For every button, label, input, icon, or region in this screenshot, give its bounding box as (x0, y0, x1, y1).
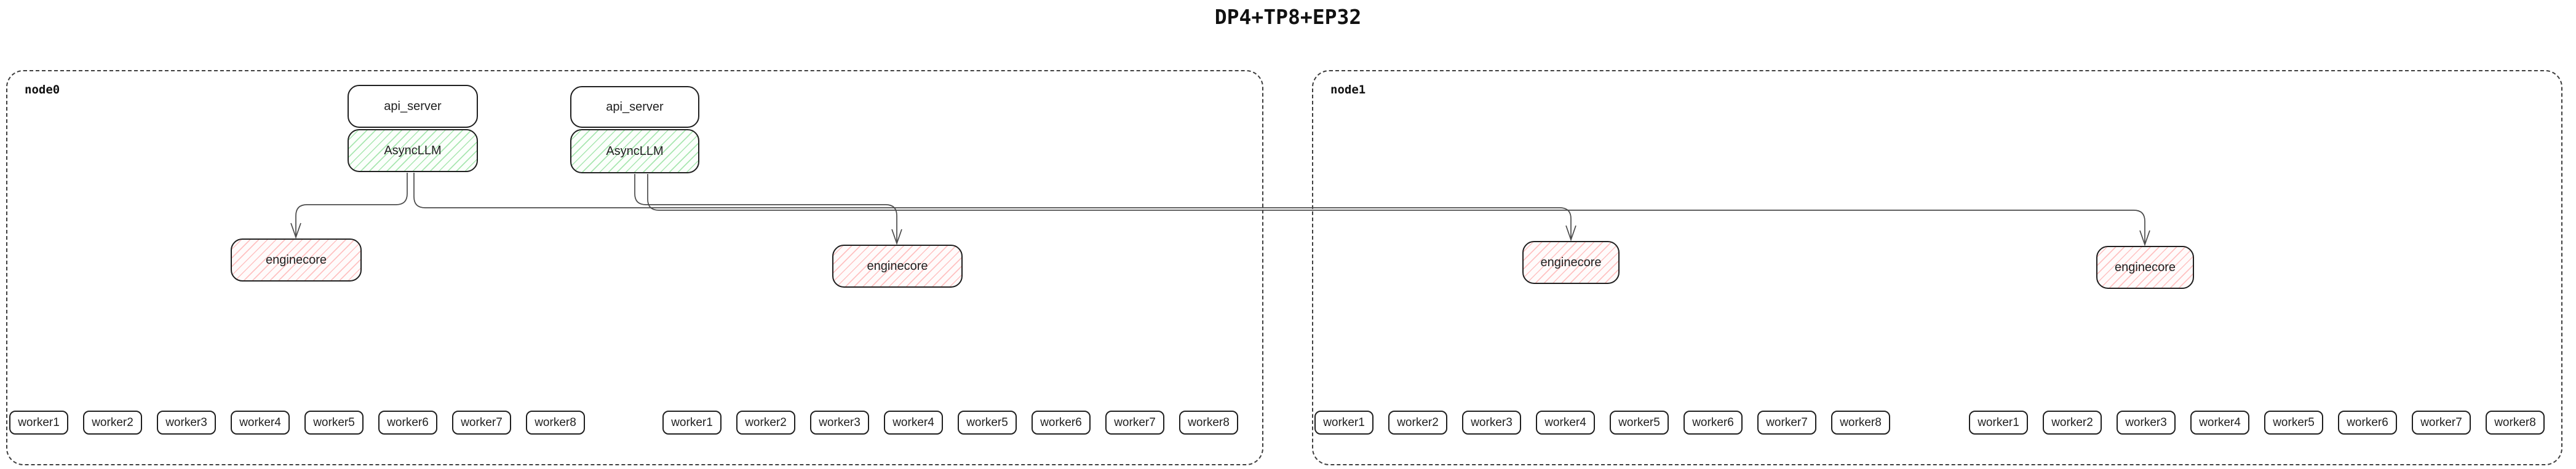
worker-box: worker2 (736, 411, 795, 435)
worker-row-node1-a: worker1 worker2 worker3 worker4 worker5 worke… (1314, 411, 1890, 435)
worker-row-node0-b: worker1 worker2 worker3 worker4 worker5 worke… (662, 411, 1238, 435)
worker-box: worker2 (83, 411, 142, 435)
worker-box: worker3 (157, 411, 216, 435)
cluster-node1-label: node1 (1330, 83, 1366, 97)
worker-box: worker5 (2264, 411, 2323, 435)
worker-box: worker8 (2486, 411, 2545, 435)
enginecore-box-1: enginecore (231, 238, 362, 282)
enginecore-box-4: enginecore (2096, 246, 2194, 289)
worker-box: worker3 (2117, 411, 2176, 435)
worker-box: worker1 (9, 411, 68, 435)
worker-box: worker2 (2043, 411, 2102, 435)
enginecore-box-2: enginecore (832, 245, 963, 288)
worker-box: worker5 (1610, 411, 1669, 435)
worker-box: worker8 (1179, 411, 1238, 435)
api-server-box-1: api_server (348, 85, 478, 128)
worker-box: worker8 (1831, 411, 1890, 435)
worker-box: worker4 (1536, 411, 1595, 435)
cluster-node0-label: node0 (25, 83, 60, 97)
worker-box: worker3 (1462, 411, 1521, 435)
worker-box: worker1 (662, 411, 722, 435)
worker-box: worker4 (884, 411, 943, 435)
worker-box: worker1 (1314, 411, 1373, 435)
worker-row-node1-b: worker1 worker2 worker3 worker4 worker5 worke… (1969, 411, 2545, 435)
asyncllm-box-2: AsyncLLM (570, 129, 699, 173)
worker-box: worker4 (2190, 411, 2249, 435)
api-server-box-2: api_server (570, 86, 699, 128)
worker-box: worker5 (304, 411, 364, 435)
worker-box: worker1 (1969, 411, 2028, 435)
worker-box: worker6 (2338, 411, 2397, 435)
worker-box: worker6 (378, 411, 437, 435)
worker-box: worker7 (1757, 411, 1816, 435)
worker-box: worker7 (1105, 411, 1164, 435)
cluster-node0: node0 (6, 70, 1263, 465)
worker-box: worker4 (231, 411, 290, 435)
worker-box: worker7 (452, 411, 511, 435)
cluster-node1: node1 (1312, 70, 2562, 465)
worker-box: worker3 (810, 411, 869, 435)
enginecore-box-3: enginecore (1522, 241, 1620, 284)
diagram-title: DP4+TP8+EP32 (1214, 5, 1362, 29)
worker-box: worker2 (1388, 411, 1447, 435)
worker-box: worker7 (2412, 411, 2471, 435)
worker-box: worker6 (1684, 411, 1743, 435)
worker-row-node0-a: worker1 worker2 worker3 worker4 worker5 worke… (9, 411, 585, 435)
asyncllm-box-1: AsyncLLM (348, 129, 478, 172)
worker-box: worker8 (526, 411, 585, 435)
worker-box: worker5 (958, 411, 1017, 435)
worker-box: worker6 (1032, 411, 1091, 435)
